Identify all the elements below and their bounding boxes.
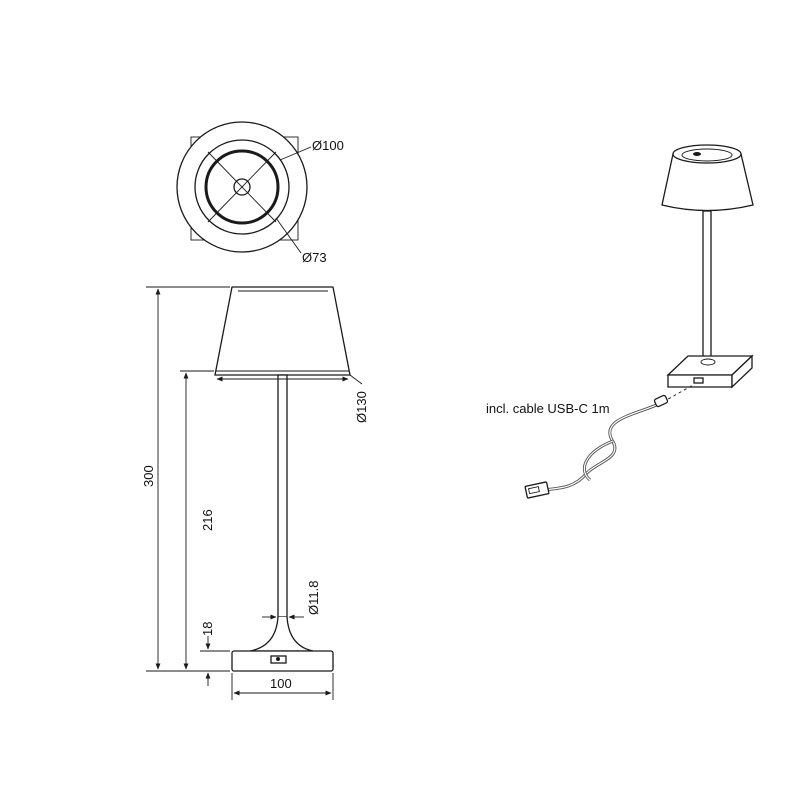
lamp-stem (277, 374, 288, 618)
top-view-middle-circle (194, 139, 290, 235)
perspective-touch-button (693, 152, 701, 156)
perspective-base-side (731, 354, 753, 389)
perspective-base-front (667, 374, 733, 388)
perspective-stem-foot (700, 358, 716, 366)
top-outer-diameter-label: Ø100 (312, 138, 344, 153)
perspective-shade (661, 153, 754, 212)
usb-c-cable-loop (582, 439, 614, 482)
top-view-diagonal-2 (207, 151, 277, 223)
cable-note: incl. cable USB-C 1m (486, 401, 610, 416)
side-view: 300 216 18 Ø130 Ø11.8 100 (141, 286, 369, 700)
top-view-center-circle (233, 178, 251, 196)
stem-height-label: 216 (200, 509, 215, 531)
usb-c-cable-loop-highlight (583, 440, 614, 481)
base-height-label: 18 (200, 622, 215, 636)
shade-diameter-label: Ø130 (354, 391, 369, 423)
perspective-shade-top-inner (681, 148, 733, 162)
usb-port-dot (276, 657, 280, 661)
usb-c-plug (653, 394, 669, 408)
total-height-label: 300 (141, 465, 156, 487)
top-inner-diameter-label: Ø73 (302, 250, 327, 265)
perspective-usb-port-icon (693, 377, 704, 384)
usb-c-cable-highlight (543, 401, 664, 491)
perspective-stem (702, 210, 712, 360)
lamp-shade (214, 286, 351, 376)
stem-foot (249, 616, 314, 652)
usb-a-plug-contact (528, 486, 540, 495)
leader-line-shade (349, 374, 363, 385)
top-view-inner-ring (204, 149, 280, 225)
usb-port-icon (270, 655, 287, 664)
leader-line-inner (275, 217, 302, 254)
perspective-shade-top (672, 144, 742, 164)
lamp-base (231, 650, 334, 672)
perspective-view: incl. cable USB-C 1m (486, 144, 754, 499)
stem-diameter-label: Ø11.8 (306, 581, 321, 615)
leader-line-outer (279, 146, 312, 161)
top-view: Ø100 Ø73 (176, 121, 344, 265)
usb-a-plug (524, 481, 550, 499)
base-width-label: 100 (270, 676, 292, 691)
